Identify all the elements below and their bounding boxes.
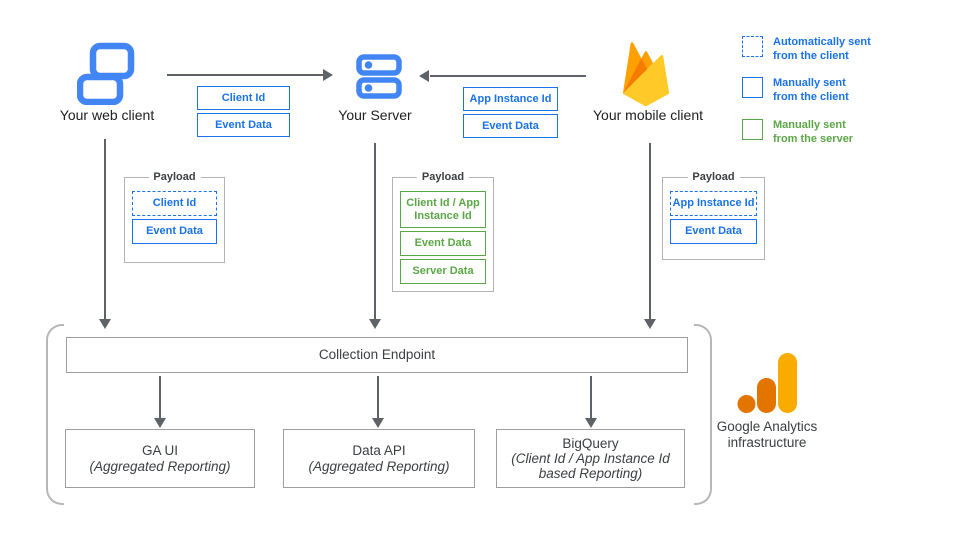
flow-tag-event-data-web: Event Data (197, 113, 290, 137)
web-client-label: Your web client (59, 107, 155, 123)
arrowhead-left-icon (419, 70, 429, 82)
server-label: Your Server (338, 107, 412, 123)
arrowhead-down-icon (585, 418, 597, 428)
payload-box-mobile: Payload App Instance Id Event Data (662, 171, 765, 260)
collection-endpoint-label: Collection Endpoint (318, 347, 436, 362)
output-title: GA UI (141, 442, 178, 458)
payload-title: Payload (687, 171, 740, 183)
infrastructure-bracket-left (46, 324, 64, 505)
output-title: BigQuery (562, 436, 619, 451)
arrowhead-right-icon (323, 69, 333, 81)
flow-tag-client-id: Client Id (197, 86, 290, 110)
payload-item-event-data: Event Data (400, 231, 486, 256)
infrastructure-bracket-right (694, 324, 712, 505)
arrowhead-down-icon (372, 418, 384, 428)
payload-box-web: Payload Client Id Event Data (124, 171, 225, 263)
mobile-client-label: Your mobile client (593, 107, 703, 123)
payload-item-event-data: Event Data (670, 219, 757, 244)
flow-tag-app-instance-id: App Instance Id (463, 87, 558, 111)
flow-tag-event-data-mobile: Event Data (463, 114, 558, 138)
payload-item-server-data: Server Data (400, 259, 486, 284)
arrowhead-down-icon (99, 319, 111, 329)
output-subtitle: (Client Id / App Instance Id based Repor… (511, 451, 670, 481)
payload-item-client-or-app-instance-id: Client Id / App Instance Id (400, 191, 486, 228)
output-box-bigquery: BigQuery (Client Id / App Instance Id ba… (496, 429, 685, 488)
infrastructure-caption: Google Analytics infrastructure (716, 419, 818, 450)
payload-title: Payload (148, 171, 201, 183)
arrowhead-down-icon (154, 418, 166, 428)
arrowhead-down-icon (369, 319, 381, 329)
google-analytics-icon (737, 353, 797, 413)
payload-item-app-instance-id: App Instance Id (670, 191, 757, 216)
payload-box-server: Payload Client Id / App Instance Id Even… (392, 171, 494, 292)
server-icon (356, 54, 402, 99)
collection-endpoint-box: Collection Endpoint (66, 337, 688, 373)
output-subtitle: (Aggregated Reporting) (308, 458, 450, 474)
legend-swatch-manual-client (742, 77, 763, 98)
web-client-icon (77, 42, 135, 105)
firebase-icon (622, 42, 670, 106)
legend-swatch-auto-client (742, 36, 763, 57)
output-box-ga-ui: GA UI (Aggregated Reporting) (65, 429, 255, 488)
legend-swatch-manual-server (742, 119, 763, 140)
output-box-data-api: Data API (Aggregated Reporting) (283, 429, 475, 488)
arrowhead-down-icon (644, 319, 656, 329)
output-subtitle: (Aggregated Reporting) (89, 458, 231, 474)
output-title: Data API (352, 442, 406, 458)
payload-item-event-data: Event Data (132, 219, 217, 244)
payload-item-client-id: Client Id (132, 191, 217, 216)
payload-title: Payload (416, 171, 470, 183)
